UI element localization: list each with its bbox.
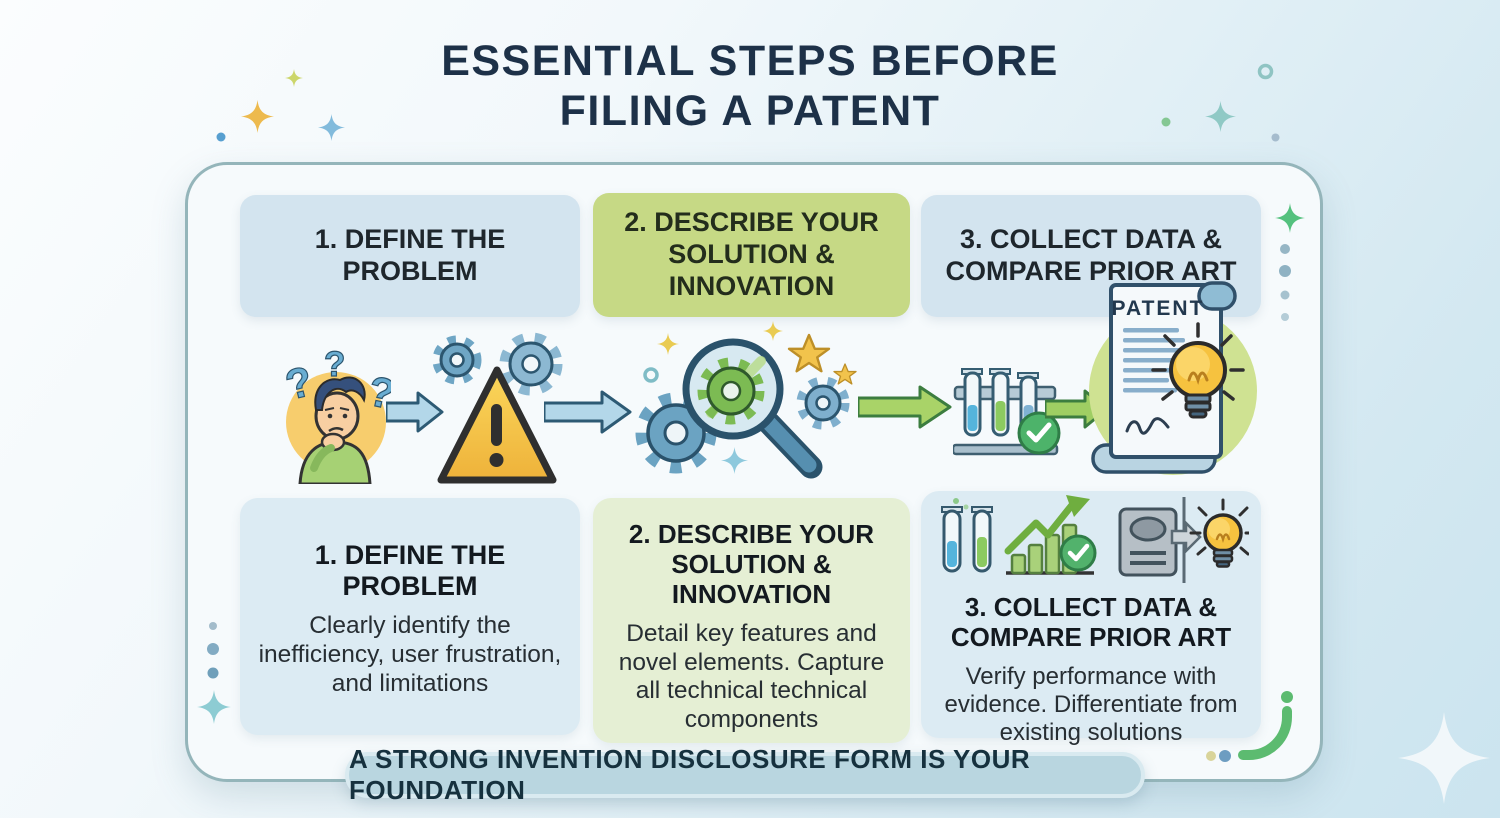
sparkle-icon <box>1205 101 1236 132</box>
footer-banner-label: A STRONG INVENTION DISCLOSURE FORM IS YO… <box>349 744 1031 805</box>
step1-detail-heading: 1. DEFINE THE PROBLEM <box>314 540 506 602</box>
dot-decoration <box>1206 750 1231 762</box>
sparkle-icon <box>318 114 345 141</box>
check-icon <box>1017 411 1061 455</box>
test-tubes-check-icon <box>953 368 1061 456</box>
sparkle-icon <box>1275 203 1305 233</box>
magnifier-gears-innovation-icon <box>635 321 857 479</box>
sparkle-icon <box>197 690 231 724</box>
dot-decoration <box>1271 133 1280 142</box>
step3-detail-body: Verify performance with evidence. Differ… <box>944 662 1238 747</box>
gear-icon <box>697 357 765 425</box>
step2-detail-body: Detail key features and novel elements. … <box>618 619 885 734</box>
arrow-right-icon <box>858 385 952 429</box>
ring-decoration <box>1257 63 1274 80</box>
dot-decoration <box>207 622 219 679</box>
dot-decoration <box>963 504 968 510</box>
lightbulb-icon <box>1189 498 1249 568</box>
main-card: 1. DEFINE THE PROBLEM 2. DESCRIBE YOUR S… <box>185 162 1323 782</box>
sparkle-icon <box>285 69 303 87</box>
arrow-right-icon <box>386 391 444 433</box>
star-icon <box>787 333 831 373</box>
evidence-icons-strip <box>940 495 1249 583</box>
step3-detail-card: 3. COLLECT DATA & COMPARE PRIOR ART Veri… <box>921 491 1261 746</box>
step1-detail-body: Clearly identify the inefficiency, user … <box>258 612 562 697</box>
step2-detail-heading: 2. DESCRIBE YOUR SOLUTION & INNOVATION <box>628 519 875 609</box>
test-tube-icon <box>970 506 993 573</box>
step1-header-label: 1. DEFINE THE PROBLEM <box>314 224 506 286</box>
star-icon <box>833 363 857 385</box>
gear-icon <box>499 332 563 396</box>
gear-icon <box>796 376 850 430</box>
sparkle-icon <box>241 100 274 133</box>
sparkle-icon <box>763 321 783 341</box>
footer-banner: A STRONG INVENTION DISCLOSURE FORM IS YO… <box>345 744 1145 805</box>
sparkle-icon <box>1398 712 1490 804</box>
page-title: ESSENTIAL STEPS BEFORE FILING A PATENT <box>0 36 1500 137</box>
step1-header-box: 1. DEFINE THE PROBLEM <box>240 195 580 317</box>
document-card-icon <box>1118 507 1177 577</box>
curve-decoration <box>1238 691 1293 760</box>
test-tube-icon <box>961 368 983 437</box>
test-tube-icon <box>989 368 1011 437</box>
patent-label: PATENT <box>1112 297 1205 320</box>
svg-text:?: ? <box>281 357 317 409</box>
scroll-curl <box>1197 281 1237 311</box>
step3-detail-heading: 3. COLLECT DATA & COMPARE PRIOR ART <box>950 592 1232 652</box>
sparkle-icon <box>657 333 679 355</box>
step2-header-label: 2. DESCRIBE YOUR SOLUTION & INNOVATION <box>624 207 879 301</box>
page-title-line1: ESSENTIAL STEPS BEFORE <box>441 37 1059 85</box>
step3-header-box: 3. COLLECT DATA & COMPARE PRIOR ART <box>921 195 1261 317</box>
step2-header-box: 2. DESCRIBE YOUR SOLUTION & INNOVATION <box>593 193 910 317</box>
dot-decoration <box>952 498 959 504</box>
step3-header-label: 3. COLLECT DATA & COMPARE PRIOR ART <box>945 224 1237 286</box>
patent-scroll-lightbulb-icon: PATENT <box>1089 281 1257 475</box>
arrow-right-icon <box>544 390 632 434</box>
svg-text:?: ? <box>324 345 345 384</box>
gear-icon <box>432 335 482 385</box>
arrow-right-icon <box>1170 519 1202 555</box>
ring-decoration <box>643 367 659 383</box>
signature <box>1125 417 1170 435</box>
dot-decoration <box>1161 117 1171 127</box>
sparkle-icon <box>721 447 748 474</box>
test-tube-icon <box>940 506 963 573</box>
dot-decoration <box>1279 244 1291 321</box>
growth-chart-check-icon <box>1004 495 1096 575</box>
step2-detail-card: 2. DESCRIBE YOUR SOLUTION & INNOVATION D… <box>593 498 910 743</box>
lightbulb-icon <box>1151 322 1245 419</box>
svg-text:?: ? <box>364 367 391 418</box>
dot-decoration <box>216 132 226 142</box>
page-title-line2: FILING A PATENT <box>559 87 941 136</box>
warning-triangle-gears-icon <box>432 332 563 484</box>
thinking-person-icon: ? ? ? <box>280 344 391 484</box>
step1-detail-card: 1. DEFINE THE PROBLEM Clearly identify t… <box>240 498 580 735</box>
